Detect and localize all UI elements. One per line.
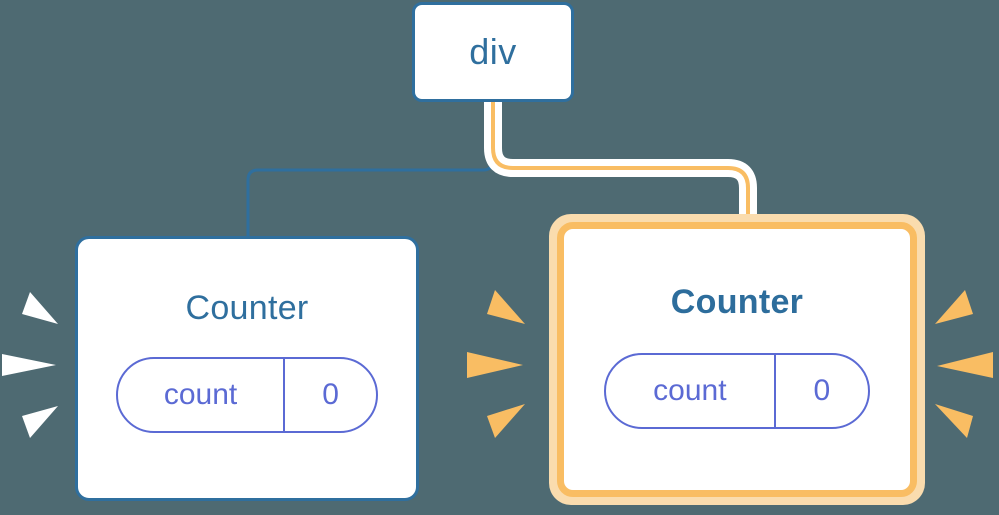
- node-div-label: div: [469, 31, 517, 72]
- spark-icon: [22, 406, 58, 438]
- state-key-left: count: [118, 359, 286, 431]
- edge-root-to-counter-right: [491, 102, 750, 232]
- state-pill-left: count 0: [116, 357, 378, 433]
- node-div[interactable]: div: [412, 2, 574, 102]
- spark-icon: [937, 352, 993, 378]
- state-key-right: count: [606, 355, 776, 427]
- spark-icon: [467, 352, 523, 378]
- node-counter-right[interactable]: Counter count 0: [549, 214, 925, 505]
- spark-burst-amber-left: [465, 278, 529, 450]
- spark-icon: [22, 292, 58, 324]
- state-value-right: 0: [813, 374, 831, 407]
- edge-root-to-counter-left: [246, 102, 495, 236]
- spark-icon: [487, 404, 525, 438]
- edge-root-to-counter-right-halo: [484, 102, 757, 232]
- node-counter-left-label: Counter: [185, 289, 309, 327]
- node-counter-right-label: Counter: [670, 283, 804, 321]
- node-counter-left[interactable]: Counter count 0: [75, 236, 419, 501]
- spark-icon: [2, 354, 56, 376]
- spark-burst-amber-right: [925, 276, 995, 452]
- spark-burst-white-left: [2, 280, 62, 450]
- node-counter-right-card: Counter count 0: [557, 222, 917, 497]
- state-value-left: 0: [322, 378, 339, 411]
- spark-icon: [935, 290, 973, 324]
- state-pill-right: count 0: [604, 353, 870, 429]
- spark-icon: [487, 290, 525, 324]
- spark-icon: [935, 404, 973, 438]
